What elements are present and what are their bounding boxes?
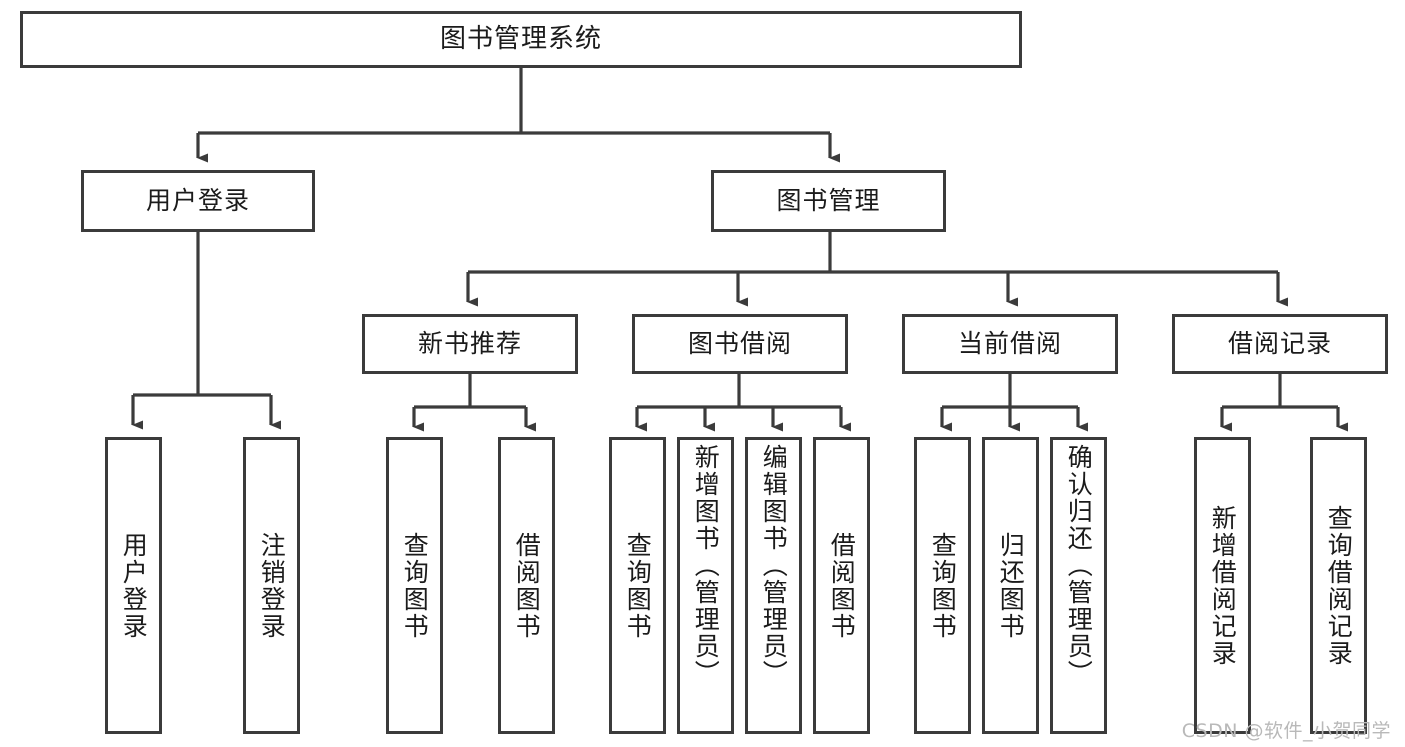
node-leaf-add-record-label: 新增借阅记录 xyxy=(1208,504,1238,667)
node-leaf-borrow-book-1-label: 借阅图书 xyxy=(512,531,542,640)
node-leaf-borrow-book-2-label: 借阅图书 xyxy=(827,531,857,640)
node-leaf-query-book-3-label: 查询图书 xyxy=(928,531,958,640)
node-new-book-recommend[interactable]: 新书推荐 xyxy=(362,314,578,374)
node-leaf-return-book[interactable]: 归还图书 xyxy=(982,437,1039,734)
node-current-borrow-label: 当前借阅 xyxy=(957,329,1062,359)
node-book-management-label: 图书管理 xyxy=(776,186,881,216)
node-leaf-query-book-1[interactable]: 查询图书 xyxy=(386,437,443,734)
node-leaf-add-record[interactable]: 新增借阅记录 xyxy=(1194,437,1251,734)
node-leaf-borrow-book-1[interactable]: 借阅图书 xyxy=(498,437,555,734)
node-borrow-record[interactable]: 借阅记录 xyxy=(1172,314,1388,374)
node-book-management[interactable]: 图书管理 xyxy=(711,170,946,232)
node-leaf-edit-book-label: 编辑图书（管理员） xyxy=(759,444,789,687)
node-leaf-query-record-label: 查询借阅记录 xyxy=(1324,504,1354,667)
node-leaf-query-book-2-label: 查询图书 xyxy=(623,531,653,640)
node-leaf-user-login-label: 用户登录 xyxy=(119,531,149,640)
node-leaf-user-logout[interactable]: 注销登录 xyxy=(243,437,300,734)
node-leaf-query-book-3[interactable]: 查询图书 xyxy=(914,437,971,734)
node-leaf-add-book[interactable]: 新增图书（管理员） xyxy=(677,437,734,734)
node-leaf-borrow-book-2[interactable]: 借阅图书 xyxy=(813,437,870,734)
node-new-book-recommend-label: 新书推荐 xyxy=(417,329,522,359)
node-leaf-query-record[interactable]: 查询借阅记录 xyxy=(1310,437,1367,734)
node-leaf-edit-book[interactable]: 编辑图书（管理员） xyxy=(745,437,802,734)
node-borrow-record-label: 借阅记录 xyxy=(1227,329,1332,359)
node-current-borrow[interactable]: 当前借阅 xyxy=(902,314,1118,374)
node-leaf-query-book-1-label: 查询图书 xyxy=(400,531,430,640)
node-leaf-return-book-label: 归还图书 xyxy=(996,531,1026,640)
node-root-system[interactable]: 图书管理系统 xyxy=(20,11,1022,68)
node-leaf-confirm-return-label: 确认归还（管理员） xyxy=(1064,444,1094,687)
node-leaf-user-logout-label: 注销登录 xyxy=(257,531,287,640)
node-leaf-user-login[interactable]: 用户登录 xyxy=(105,437,162,734)
node-book-borrow[interactable]: 图书借阅 xyxy=(632,314,848,374)
node-leaf-add-book-label: 新增图书（管理员） xyxy=(691,444,721,687)
node-user-login-label: 用户登录 xyxy=(145,186,250,216)
node-leaf-confirm-return[interactable]: 确认归还（管理员） xyxy=(1050,437,1107,734)
node-root-label: 图书管理系统 xyxy=(439,24,602,55)
node-book-borrow-label: 图书借阅 xyxy=(687,329,792,359)
csdn-watermark: CSDN @软件_小贺同学 xyxy=(1181,720,1391,742)
node-leaf-query-book-2[interactable]: 查询图书 xyxy=(609,437,666,734)
node-user-login[interactable]: 用户登录 xyxy=(81,170,315,232)
